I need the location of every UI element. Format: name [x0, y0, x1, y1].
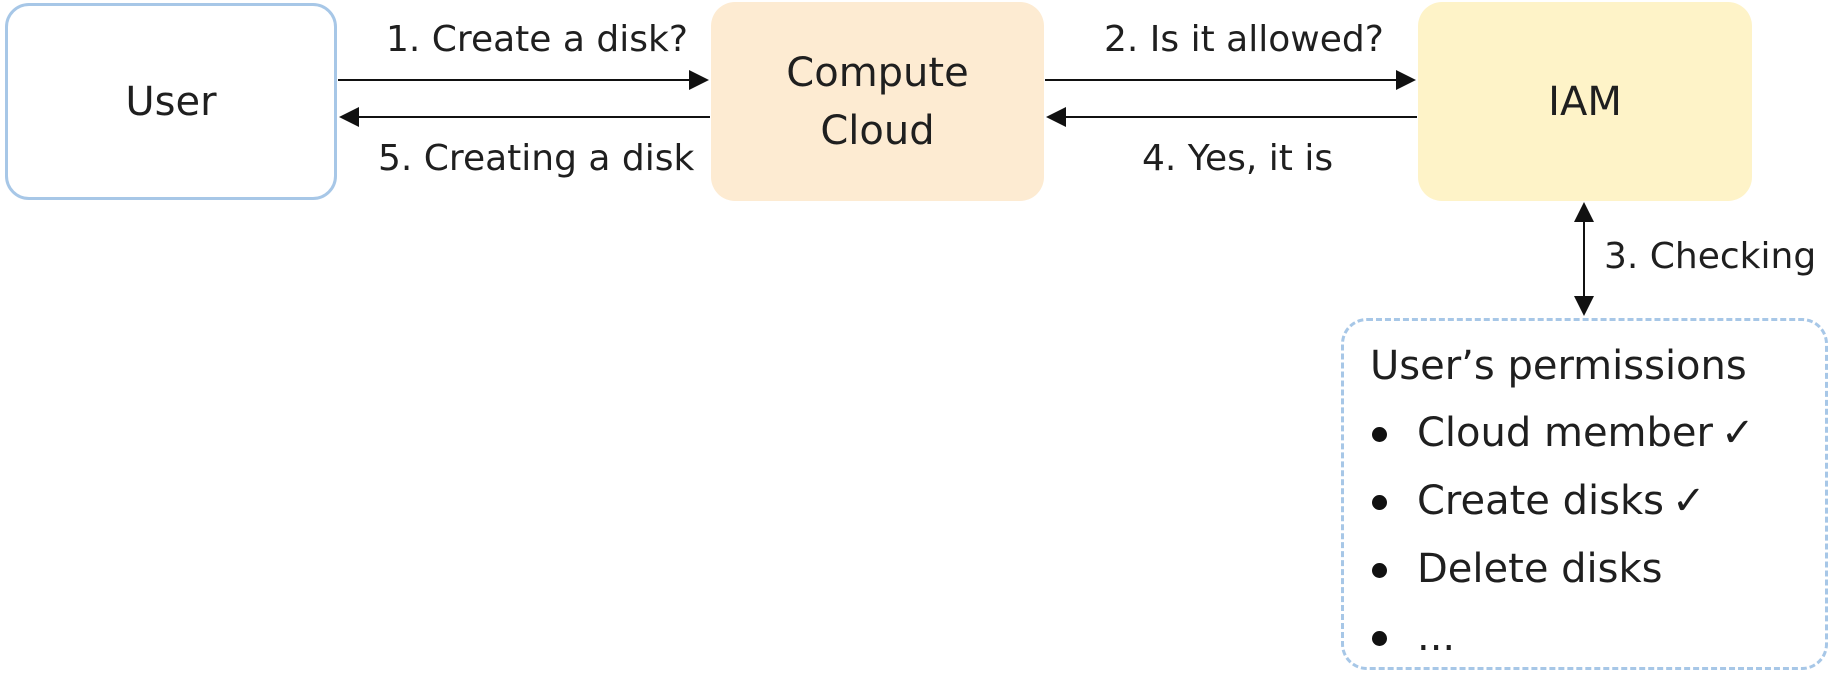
iam-label: IAM	[1548, 78, 1622, 125]
bullet-icon	[1372, 631, 1387, 646]
permission-label: Cloud member	[1417, 410, 1713, 456]
user-node: User	[5, 3, 337, 200]
permission-label: Delete disks	[1417, 546, 1663, 592]
iam-node: IAM	[1418, 2, 1752, 201]
edge-label-step3: 3. Checking	[1604, 236, 1817, 277]
edge-label-step2: 2. Is it allowed?	[1104, 19, 1384, 60]
edge-label-step5: 5. Creating a disk	[378, 138, 695, 179]
permission-label: Create disks	[1417, 478, 1664, 524]
compute-cloud-label-line2: Cloud	[820, 107, 935, 154]
user-permissions-panel: User’s permissions Cloud member✓ Create …	[1341, 318, 1828, 670]
compute-cloud-node: Compute Cloud	[711, 2, 1044, 201]
check-icon: ✓	[1720, 410, 1755, 456]
bullet-icon	[1372, 563, 1387, 578]
bullet-icon	[1372, 427, 1387, 442]
bullet-icon	[1372, 495, 1387, 510]
user-permissions-title: User’s permissions	[1370, 343, 1747, 389]
check-icon: ✓	[1671, 478, 1706, 524]
compute-cloud-label-line1: Compute	[786, 49, 969, 96]
permission-label: ...	[1417, 614, 1456, 660]
user-label: User	[125, 78, 217, 125]
edge-label-step1: 1. Create a disk?	[386, 19, 688, 60]
edge-label-step4: 4. Yes, it is	[1142, 138, 1334, 179]
